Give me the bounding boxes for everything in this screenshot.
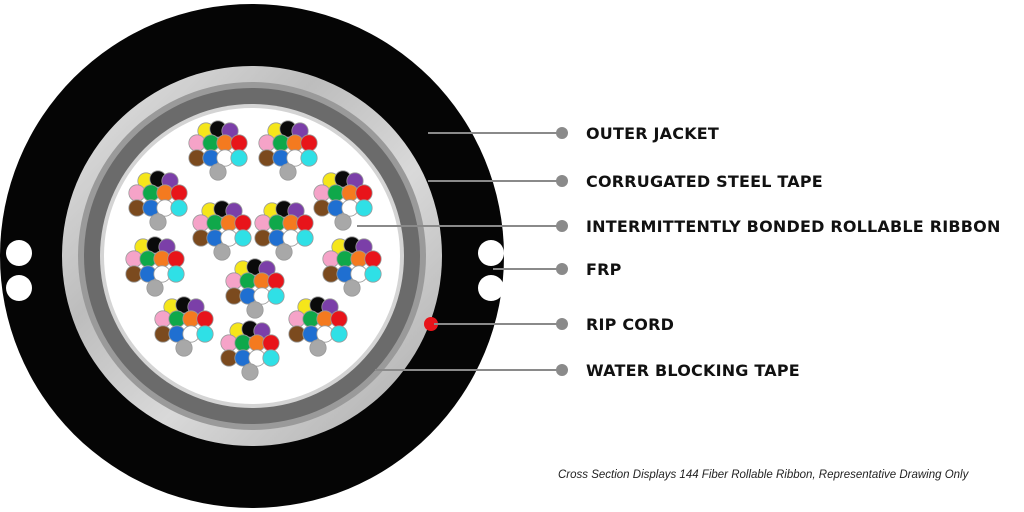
ribbon-cluster bbox=[313, 170, 373, 231]
fiber bbox=[241, 363, 259, 381]
ribbon-cluster bbox=[322, 236, 382, 297]
fiber bbox=[149, 213, 167, 231]
label-rip-cord: RIP CORD bbox=[586, 315, 675, 334]
fiber bbox=[300, 149, 318, 167]
leader-corrugated-steel-tape bbox=[428, 180, 562, 182]
fiber bbox=[296, 229, 314, 247]
leader-dot-corrugated-steel-tape bbox=[556, 175, 568, 187]
fiber bbox=[230, 149, 248, 167]
frp-rod-right-top bbox=[478, 240, 504, 266]
fiber bbox=[296, 214, 314, 232]
fiber bbox=[196, 310, 214, 328]
fiber bbox=[213, 243, 231, 261]
fiber bbox=[330, 325, 348, 343]
fiber-ribbons bbox=[125, 120, 382, 381]
fiber bbox=[309, 339, 327, 357]
label-corrugated-steel-tape: CORRUGATED STEEL TAPE bbox=[586, 172, 823, 191]
fiber bbox=[355, 199, 373, 217]
leader-frp bbox=[493, 268, 562, 270]
fiber bbox=[364, 250, 382, 268]
leader-dot-ribbon bbox=[556, 220, 568, 232]
fiber bbox=[330, 310, 348, 328]
rip-cord bbox=[424, 317, 438, 331]
fiber bbox=[267, 287, 285, 305]
leader-ribbon bbox=[357, 225, 562, 227]
ribbon-cluster bbox=[188, 120, 248, 181]
ribbon-cluster bbox=[288, 296, 348, 357]
fiber bbox=[167, 250, 185, 268]
fiber bbox=[246, 301, 264, 319]
ribbon-cluster bbox=[128, 170, 188, 231]
label-ribbon: INTERMITTENTLY BONDED ROLLABLE RIBBON bbox=[586, 217, 1001, 236]
leader-water-blocking-tape bbox=[375, 369, 562, 371]
fiber bbox=[196, 325, 214, 343]
caption: Cross Section Displays 144 Fiber Rollabl… bbox=[558, 469, 969, 481]
fiber bbox=[234, 229, 252, 247]
fiber bbox=[234, 214, 252, 232]
fiber bbox=[364, 265, 382, 283]
ribbon-cluster bbox=[258, 120, 318, 181]
frp-rod-right-bottom bbox=[478, 275, 504, 301]
fiber bbox=[334, 213, 352, 231]
fiber bbox=[279, 163, 297, 181]
label-water-blocking-tape: WATER BLOCKING TAPE bbox=[586, 361, 800, 380]
fiber bbox=[343, 279, 361, 297]
ribbon-cluster bbox=[125, 236, 185, 297]
label-outer-jacket: OUTER JACKET bbox=[586, 124, 720, 143]
leader-dot-rip-cord bbox=[556, 318, 568, 330]
leader-outer-jacket bbox=[428, 132, 562, 134]
fiber bbox=[209, 163, 227, 181]
leader-dot-water-blocking-tape bbox=[556, 364, 568, 376]
label-frp: FRP bbox=[586, 260, 622, 279]
leader-dot-frp bbox=[556, 263, 568, 275]
ribbon-cluster bbox=[225, 258, 285, 319]
fiber bbox=[170, 184, 188, 202]
ribbon-cluster bbox=[254, 200, 314, 261]
ribbon-cluster bbox=[154, 296, 214, 357]
fiber bbox=[262, 334, 280, 352]
fiber bbox=[146, 279, 164, 297]
ribbon-cluster bbox=[220, 320, 280, 381]
fiber bbox=[355, 184, 373, 202]
frp-rod-left-top bbox=[6, 240, 32, 266]
fiber bbox=[262, 349, 280, 367]
fiber bbox=[167, 265, 185, 283]
frp-rod-left-bottom bbox=[6, 275, 32, 301]
fiber bbox=[275, 243, 293, 261]
fiber bbox=[230, 134, 248, 152]
fiber bbox=[175, 339, 193, 357]
leader-rip-cord bbox=[434, 323, 562, 325]
fiber bbox=[300, 134, 318, 152]
fiber bbox=[267, 272, 285, 290]
fiber bbox=[170, 199, 188, 217]
leader-dot-outer-jacket bbox=[556, 127, 568, 139]
ribbon-cluster bbox=[192, 200, 252, 261]
